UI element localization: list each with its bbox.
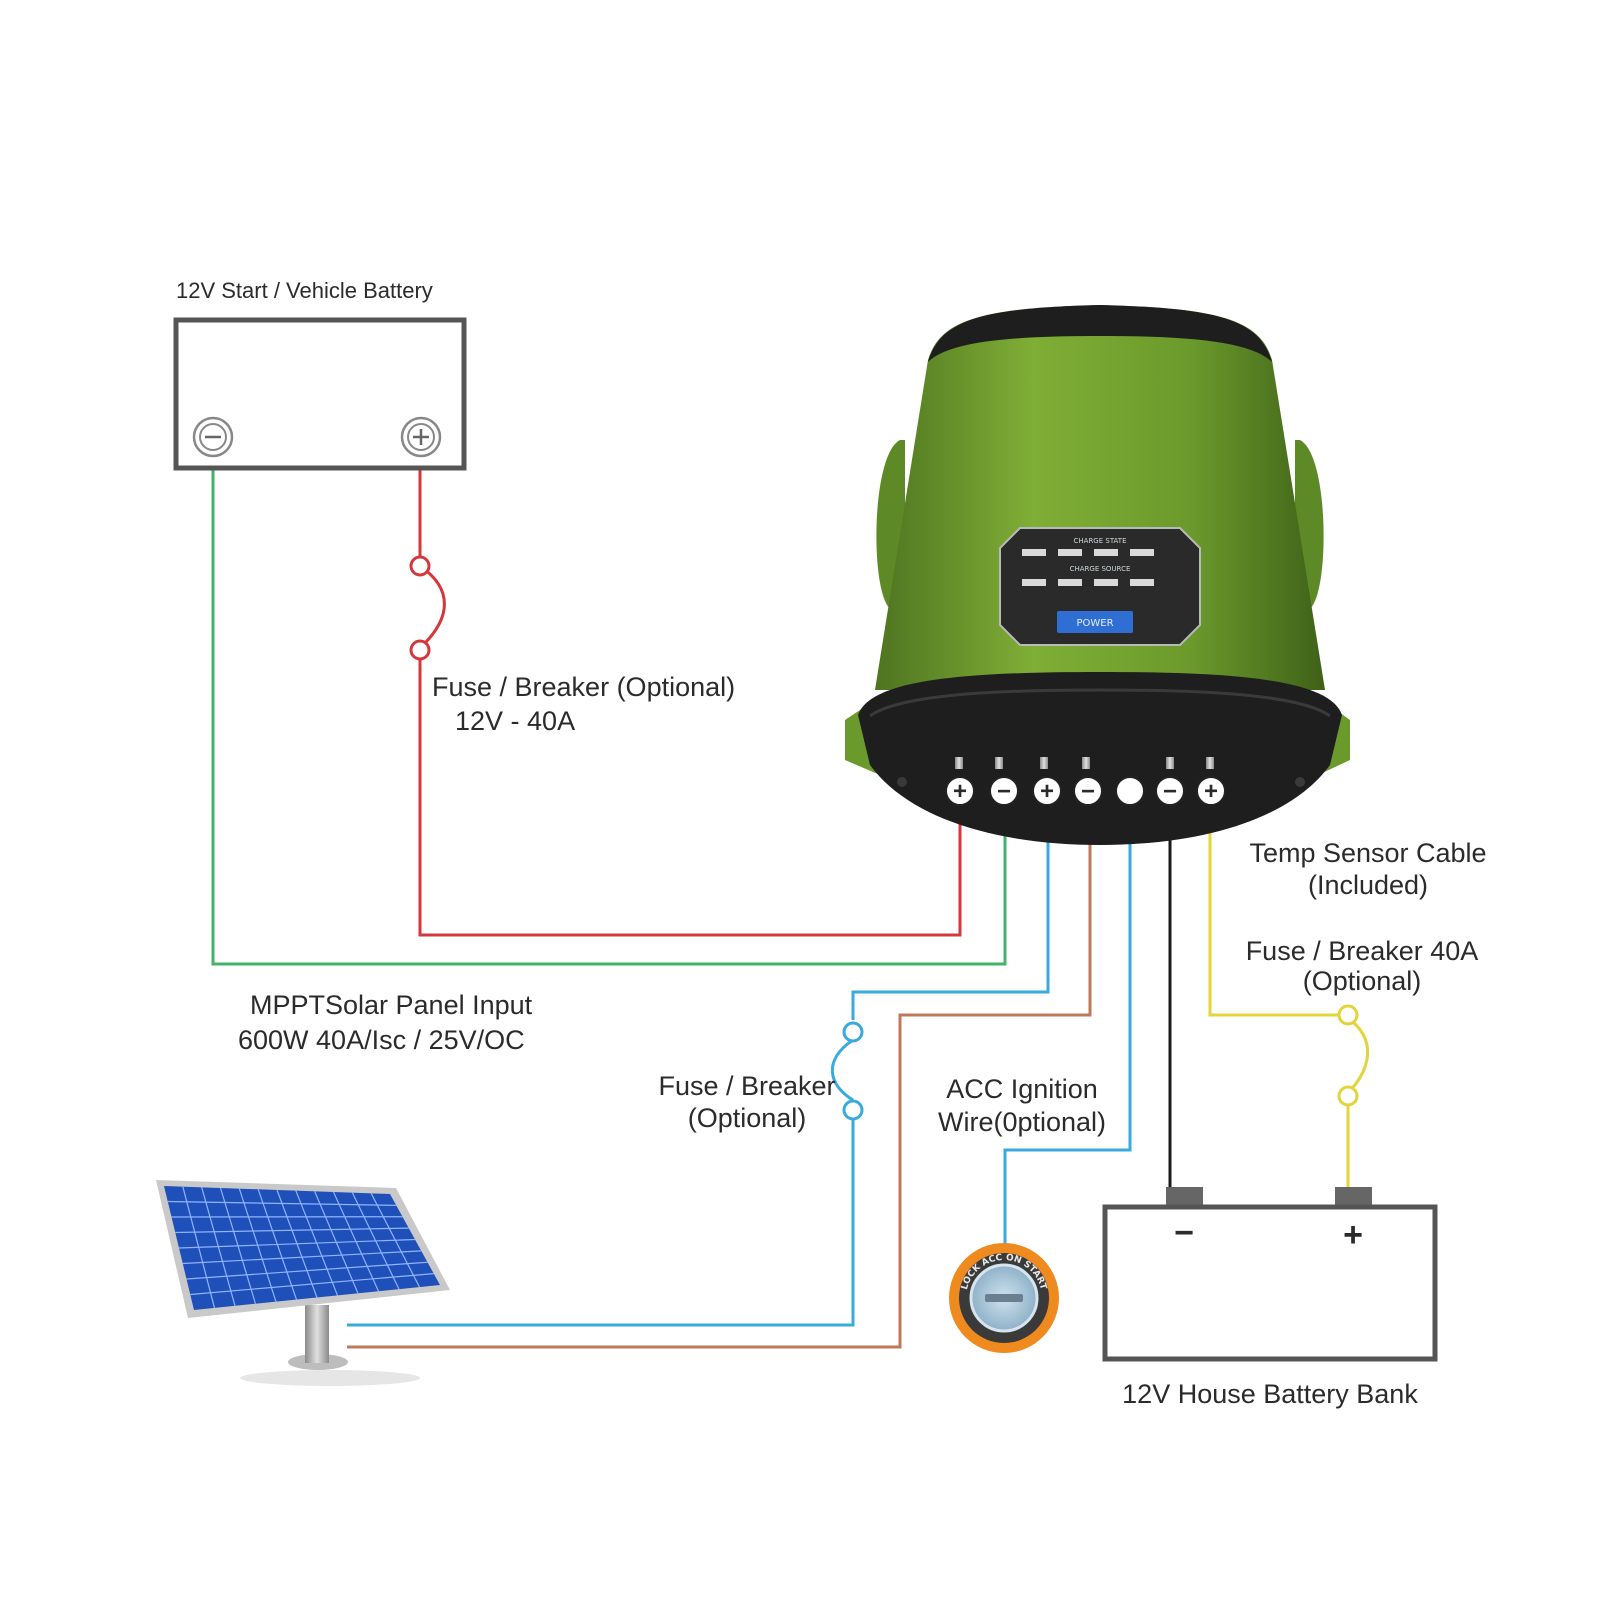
terminal-post [1206, 757, 1214, 769]
indicator-row-2 [1022, 579, 1154, 586]
terminal-3-label: + [1040, 778, 1054, 805]
fuse-top-label-line1: Fuse / Breaker (Optional) [432, 672, 735, 702]
wire-green [211, 470, 1007, 966]
mount-screw [897, 777, 907, 787]
fuse-red-symbol [418, 564, 446, 650]
start-battery [173, 317, 467, 471]
terminal-2-label: − [997, 778, 1011, 805]
terminal-post [1082, 757, 1090, 769]
panel-grid-line [186, 1261, 428, 1280]
indicator-row-1 [1022, 549, 1154, 556]
house-battery-body [1102, 1204, 1438, 1362]
terminal-4-label: − [1081, 778, 1095, 805]
terminal-6-negative: − [1155, 776, 1185, 806]
panel-grid-line [167, 1200, 397, 1206]
terminal-7-positive: + [1196, 776, 1226, 806]
dc-dc-charger: CHARGE STATE CHARGE SOURCE POWER [845, 305, 1350, 845]
indicator-led [1094, 549, 1118, 556]
terminal-block: + − + − − + [897, 757, 1305, 806]
house-battery: − + [1102, 1187, 1438, 1362]
control-panel: CHARGE STATE CHARGE SOURCE POWER [999, 527, 1201, 646]
temp-sensor-label-line2: (Included) [1308, 870, 1428, 900]
house-battery-label: 12V House Battery Bank [1122, 1379, 1418, 1409]
terminal-3-positive: + [1032, 776, 1062, 806]
panel-grid-line [182, 1250, 422, 1265]
terminal-post [995, 757, 1003, 769]
wire-blue-acc [1003, 812, 1132, 1245]
solar-input-label-line2: 600W 40A/Isc / 25V/OC [238, 1025, 525, 1055]
fuse-yellow-symbol [1346, 1016, 1370, 1095]
house-battery-plus: + [1343, 1216, 1363, 1254]
start-battery-label: 12V Start / Vehicle Battery [176, 278, 433, 303]
fuse-yellow-end-top [1337, 1004, 1359, 1026]
acc-ignition-label-line2: Wire(0ptional) [938, 1107, 1106, 1137]
house-battery-neg-post [1166, 1187, 1203, 1209]
fuse-blue-symbol [830, 1038, 854, 1102]
power-button-label: POWER [1076, 618, 1113, 629]
device-body [875, 305, 1325, 690]
terminal-posts [955, 757, 1214, 769]
solar-input-label-line1: MPPTSolar Panel Input [250, 990, 533, 1020]
indicator-led [1058, 549, 1082, 556]
fuse-top-label-line2: 12V - 40A [455, 706, 575, 736]
panel-heading-state: CHARGE STATE [1074, 537, 1127, 545]
indicator-led [1130, 579, 1154, 586]
fuse-yellow-end-bottom [1337, 1085, 1359, 1107]
terminal-2-negative: − [989, 776, 1019, 806]
acc-ignition-label-line1: ACC Ignition [946, 1074, 1098, 1104]
fuse-right-label-line1: Fuse / Breaker 40A [1246, 936, 1479, 966]
indicator-led [1094, 579, 1118, 586]
terminal-post [955, 757, 963, 769]
terminal-4-negative: − [1073, 776, 1103, 806]
wire-red [418, 470, 962, 937]
temp-sensor-label-line1: Temp Sensor Cable [1249, 838, 1486, 868]
terminal-post [1166, 757, 1174, 769]
house-battery-pos-post [1335, 1187, 1372, 1209]
panel-grid-line [178, 1238, 416, 1249]
fuse-solar-label-line1: Fuse / Breaker [658, 1071, 835, 1101]
wire-blue-solar [347, 812, 1050, 1327]
house-battery-minus: − [1174, 1214, 1194, 1252]
fuse-solar-label-line2: (Optional) [688, 1103, 807, 1133]
wires [211, 470, 1370, 1349]
fuse-end-circles [409, 555, 1359, 1121]
indicator-led [1058, 579, 1082, 586]
start-battery-negative-terminal-icon [192, 416, 234, 458]
device-bottom-highlight [869, 688, 1331, 718]
device-top-cap [928, 305, 1272, 362]
indicator-led [1022, 549, 1046, 556]
terminal-7-label: + [1204, 778, 1218, 805]
terminal-1-label: + [953, 778, 967, 805]
fuse-right-label-line2: (Optional) [1303, 966, 1422, 996]
wire-yellow [1208, 812, 1350, 1192]
indicator-led [1130, 549, 1154, 556]
fuse-blue-end-bottom [842, 1099, 864, 1121]
panel-heading-source: CHARGE SOURCE [1070, 565, 1131, 573]
terminal-1-positive: + [945, 776, 975, 806]
terminal-6-label: − [1163, 778, 1177, 805]
indicator-led [1022, 579, 1046, 586]
terminal-5-acc [1115, 776, 1145, 806]
panel-grid-line [175, 1227, 409, 1234]
ignition-switch-icon: LOCK ACC ON START [949, 1243, 1059, 1353]
solar-panel-icon [156, 1180, 450, 1386]
fuse-red-end-top [409, 555, 431, 577]
start-battery-positive-terminal-icon [400, 416, 442, 458]
fuse-blue-end-top [842, 1021, 864, 1043]
fuse-red-end-bottom [409, 639, 431, 661]
panel-grid-line [190, 1273, 434, 1296]
terminal-post [1040, 757, 1048, 769]
mount-screw [1295, 777, 1305, 787]
power-button[interactable] [1057, 611, 1133, 633]
wire-brown [347, 812, 1092, 1349]
